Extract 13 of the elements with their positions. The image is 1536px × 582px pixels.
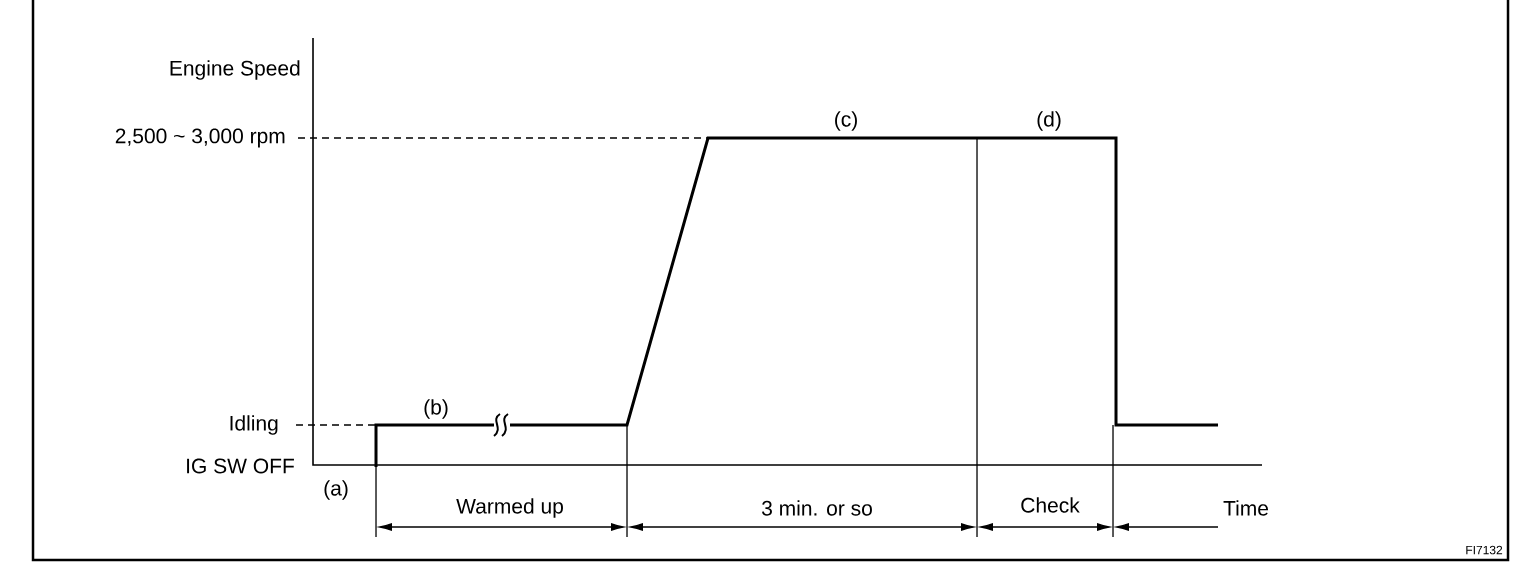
figure-number: FI7132 bbox=[1466, 545, 1503, 555]
axis-label: Engine Speed bbox=[170, 60, 300, 80]
segment-label: (c) bbox=[835, 111, 857, 131]
tick-label: IG SW OFF bbox=[187, 458, 294, 474]
dimension-label: 3 min. or so bbox=[762, 500, 872, 516]
segment-label: (d) bbox=[1037, 111, 1061, 131]
dimension-label: Warmed up bbox=[456, 498, 563, 518]
segment-label: (a) bbox=[324, 480, 348, 500]
segment-label: (b) bbox=[424, 399, 448, 419]
dimension-label: Check bbox=[1021, 497, 1080, 513]
tick-label: Idling bbox=[230, 415, 278, 435]
tick-label: 2,500 ~ 3,000 rpm bbox=[115, 128, 285, 148]
axis-label: Time bbox=[1223, 500, 1268, 516]
